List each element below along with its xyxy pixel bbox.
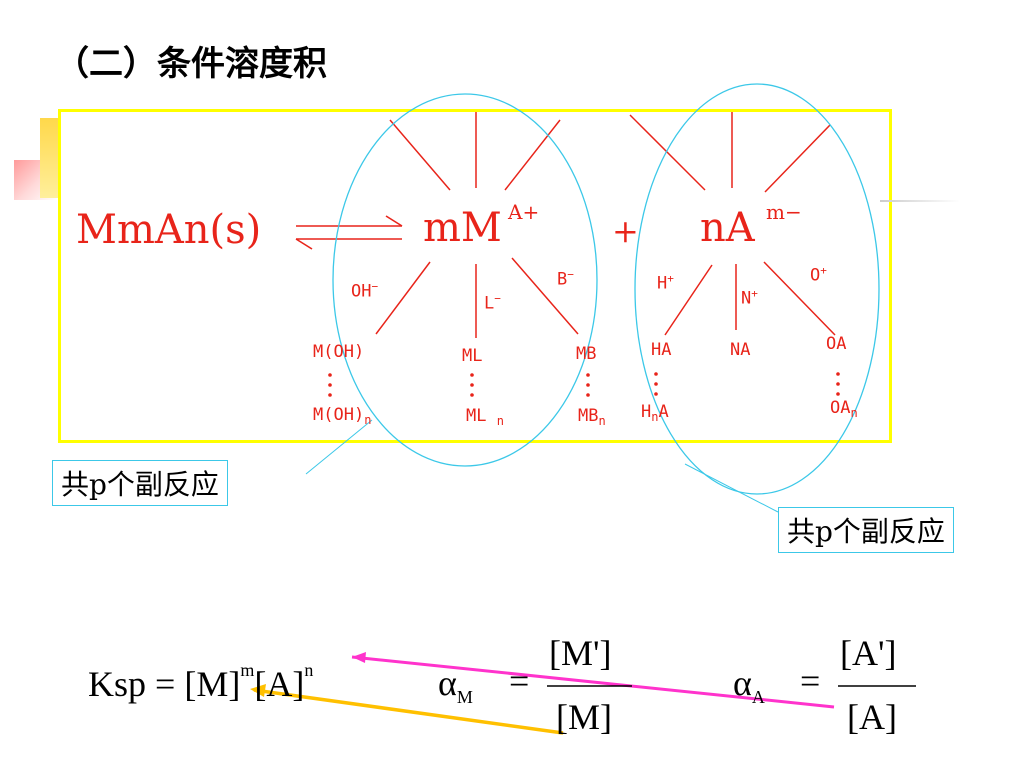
- right-side-reaction-callout: 共p个副反应: [778, 507, 954, 553]
- ligand-b: B−: [557, 268, 574, 290]
- magenta-arrow-line: [351, 655, 835, 709]
- orange-arrow-head: [250, 684, 266, 697]
- anion-side-ellipse: [634, 83, 880, 495]
- reaction-scheme-box: [58, 109, 892, 443]
- alpha-m-numerator: [M']: [549, 633, 612, 673]
- right-callout-leader: [684, 463, 779, 513]
- magenta-arrow-head: [352, 652, 366, 663]
- metal-spoke-top-right: [504, 119, 561, 191]
- product-na: NA: [730, 340, 751, 360]
- alpha-m-symbol: αM: [438, 663, 473, 707]
- reactant-label: MmAn(s): [76, 207, 262, 253]
- product-oa-n: OAn: [830, 398, 858, 420]
- anion-spoke-h: [664, 264, 713, 336]
- product-oa: OA: [826, 334, 847, 354]
- metal-spoke-b: [511, 257, 579, 335]
- ligand-h: H+: [657, 272, 674, 294]
- metal-spoke-oh: [375, 261, 431, 335]
- product-ha: HA: [651, 340, 672, 360]
- alpha-m-equals: =: [509, 661, 530, 701]
- left-callout-leader: [305, 419, 373, 475]
- alpha-a-denominator: [A]: [847, 697, 897, 737]
- metal-spoke-top-left: [389, 119, 451, 191]
- anion-spoke-o: [763, 261, 836, 336]
- product-moh-n: M(OH)n: [313, 405, 372, 427]
- product-mb-n: MBn: [578, 406, 606, 428]
- orange-arrow-line: [253, 688, 564, 735]
- slide-title: （二）条件溶度积: [55, 44, 327, 84]
- metal-charge-label: A+: [508, 200, 540, 224]
- alpha-m-denominator: [M]: [556, 697, 612, 737]
- product-ml: ML: [462, 346, 483, 366]
- slide-decoration-line: [880, 200, 960, 202]
- anion-charge-label: m−: [766, 200, 802, 224]
- ligand-o: O+: [810, 264, 827, 286]
- alpha-a-symbol: αA: [733, 663, 765, 707]
- anion-spoke-top-right: [764, 124, 831, 193]
- left-side-reaction-callout: 共p个副反应: [52, 460, 228, 506]
- product-mb: MB: [576, 344, 597, 364]
- product-ml-n: ML n: [466, 406, 504, 428]
- alpha-a-equals: =: [800, 661, 821, 701]
- metal-ion-label: mM: [423, 205, 502, 251]
- slide-decoration-bar: [40, 118, 58, 198]
- reverse-arrow-head: [295, 238, 313, 250]
- anion-spoke-top-left: [629, 114, 706, 191]
- ligand-l: L−: [484, 292, 501, 314]
- ksp-expression: Ksp = [M]m[A]n: [88, 660, 314, 704]
- metal-side-ellipse: [332, 93, 598, 467]
- ligand-oh: OH−: [351, 280, 379, 302]
- alpha-a-numerator: [A']: [840, 633, 897, 673]
- anion-label: nA: [700, 205, 755, 251]
- forward-arrow-head: [385, 215, 403, 227]
- ligand-n: N+: [741, 287, 758, 309]
- plus-sign: +: [612, 212, 639, 250]
- product-hna: HnA: [641, 402, 669, 424]
- product-moh: M(OH): [313, 342, 365, 362]
